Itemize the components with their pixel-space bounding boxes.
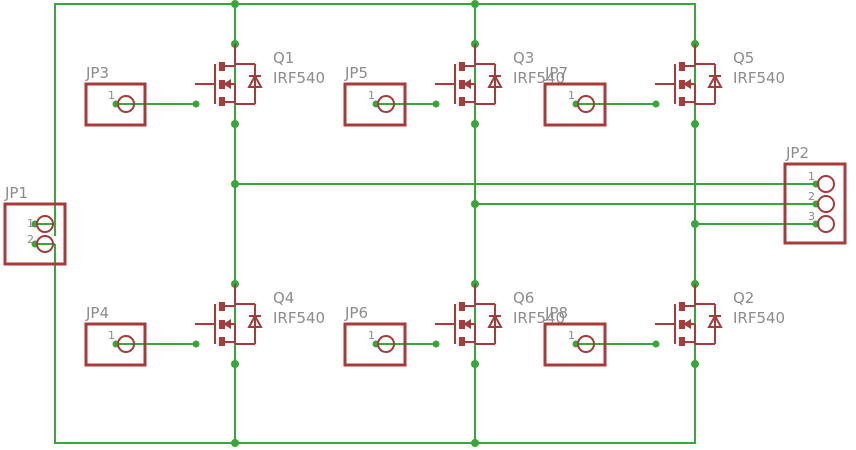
mosfet-value: IRF540 — [273, 309, 325, 327]
connector-box-jp2 — [783, 162, 847, 245]
mosfet-value: IRF540 — [513, 69, 565, 87]
mosfet-value: IRF540 — [733, 69, 785, 87]
pin-number: 1 — [27, 217, 34, 230]
junction-dot — [432, 100, 440, 108]
junction-dot — [652, 340, 660, 348]
jumper-box-jp5 — [343, 82, 407, 127]
mosfet-name: Q1 — [273, 49, 294, 67]
junction-dot — [471, 200, 479, 208]
junction-dot — [192, 340, 200, 348]
junction-dot — [471, 120, 479, 128]
junction-dot — [192, 100, 200, 108]
connector-name-jp1: JP1 — [4, 184, 28, 202]
pin-number: 1 — [368, 89, 375, 102]
mosfet-q6 — [434, 283, 502, 347]
junction-dot — [432, 340, 440, 348]
junction-dot — [471, 439, 479, 447]
labels: Q1 IRF540 Q3 IRF540 Q5 IRF540 Q4 IRF540 … — [4, 49, 815, 342]
jumper-box-jp7 — [543, 82, 607, 127]
mosfet-name: Q6 — [513, 289, 534, 307]
junction-dot — [652, 100, 660, 108]
pin-circle — [117, 335, 135, 353]
mosfet-name: Q3 — [513, 49, 534, 67]
pin-number: 2 — [27, 233, 34, 246]
bottom-rail-wire — [54, 244, 696, 444]
mosfet-q1 — [194, 43, 262, 107]
mosfet-q3 — [434, 43, 502, 107]
mosfet-value: IRF540 — [273, 69, 325, 87]
connector-name-jp2: JP2 — [785, 144, 809, 162]
pin-circle — [817, 195, 835, 213]
junction-dot — [691, 220, 699, 228]
junction-dot — [471, 0, 479, 8]
pin-number: 1 — [108, 329, 115, 342]
junction-dot — [231, 360, 239, 368]
wires — [35, 3, 816, 444]
pin-number: 1 — [108, 89, 115, 102]
mosfet-value: IRF540 — [733, 309, 785, 327]
pin-number: 1 — [808, 170, 815, 183]
junction-dot — [231, 180, 239, 188]
junction-dot — [691, 360, 699, 368]
pin-circle — [36, 235, 54, 253]
jumper-name: JP8 — [544, 304, 568, 322]
jumper-box-jp3 — [84, 82, 147, 127]
mosfet-name: Q5 — [733, 49, 754, 67]
jumper-name: JP5 — [344, 64, 368, 82]
junction-dot — [231, 439, 239, 447]
pin-circle — [377, 95, 395, 113]
mosfet-value: IRF540 — [513, 309, 565, 327]
pin-circle — [817, 175, 835, 193]
mosfet-q4 — [194, 283, 262, 347]
pin-circle — [577, 95, 595, 113]
junction-dot — [691, 120, 699, 128]
jumper-box-jp4 — [84, 322, 147, 367]
jumper-box-jp6 — [343, 322, 407, 367]
pin-circle — [577, 335, 595, 353]
jumper-name: JP6 — [344, 304, 368, 322]
top-rail-wire — [54, 3, 696, 236]
pin-number: 1 — [368, 329, 375, 342]
pin-circle — [117, 95, 135, 113]
junction-dot — [231, 120, 239, 128]
junction-dot — [231, 0, 239, 8]
pin-circle — [36, 215, 54, 233]
mosfet-name: Q2 — [733, 289, 754, 307]
mosfet-q2 — [654, 283, 722, 347]
mosfet-name: Q4 — [273, 289, 294, 307]
pin-circle — [817, 215, 835, 233]
connector-box-jp1 — [3, 202, 67, 266]
jumper-name: JP4 — [85, 304, 109, 322]
pin-circle — [377, 335, 395, 353]
jumper-box-jp8 — [543, 322, 607, 367]
pin-number: 3 — [808, 210, 815, 223]
pin-number: 2 — [808, 190, 815, 203]
junction-dot — [471, 360, 479, 368]
pin-number: 1 — [568, 89, 575, 102]
jumper-name: JP7 — [544, 64, 568, 82]
mosfet-q5 — [654, 43, 722, 107]
pin-number: 1 — [568, 329, 575, 342]
jumper-name: JP3 — [85, 64, 109, 82]
